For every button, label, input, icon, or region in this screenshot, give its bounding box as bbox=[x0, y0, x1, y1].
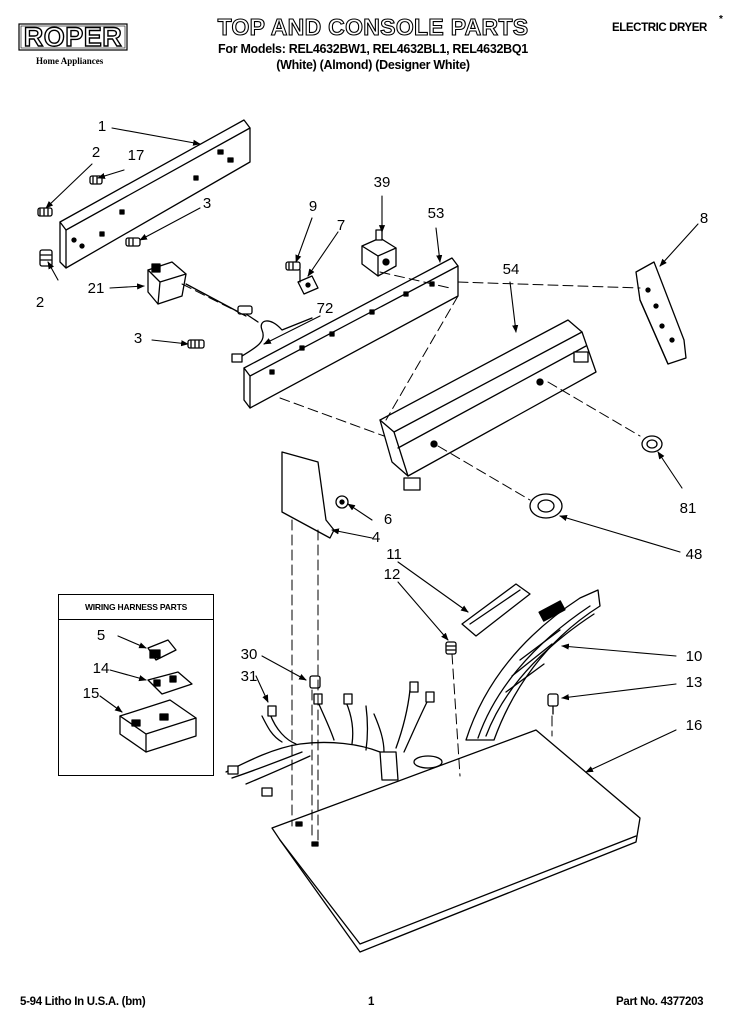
callout-4: 4 bbox=[371, 529, 381, 546]
asterisk-mark: * bbox=[719, 14, 723, 25]
page-title: TOP AND CONSOLE PARTS bbox=[217, 13, 529, 40]
callout-1: 1 bbox=[97, 118, 107, 135]
logo-wordmark: ROPER bbox=[23, 21, 123, 52]
part-53-console-bracket bbox=[243, 257, 459, 409]
callout-3-upper: 3 bbox=[202, 195, 212, 212]
model-list: For Models: REL4632BW1, REL4632BL1, REL4… bbox=[218, 42, 528, 56]
color-list: (White) (Almond) (Designer White) bbox=[276, 58, 470, 72]
callout-53: 53 bbox=[427, 205, 445, 222]
part-8-end-cap bbox=[635, 261, 687, 365]
harness-part-15-block bbox=[119, 699, 197, 753]
callout-54: 54 bbox=[502, 261, 520, 278]
callout-30: 30 bbox=[240, 646, 258, 663]
callout-11: 11 bbox=[386, 546, 402, 563]
callout-12: 12 bbox=[383, 566, 401, 583]
part-7-clip bbox=[297, 269, 319, 295]
part-12-screw bbox=[445, 641, 457, 655]
callout-7: 7 bbox=[336, 217, 346, 234]
logo-frame-icon bbox=[18, 23, 128, 51]
callout-48: 48 bbox=[685, 546, 703, 563]
part-54-console bbox=[379, 319, 597, 491]
wiring-harness-title: WIRING HARNESS PARTS bbox=[59, 595, 213, 620]
callout-2-lower: 2 bbox=[35, 294, 45, 311]
part-10-control-housing bbox=[465, 589, 601, 741]
callout-14: 14 bbox=[92, 660, 110, 677]
callout-10: 10 bbox=[685, 648, 703, 665]
callout-39: 39 bbox=[373, 174, 391, 191]
footer-part-number: Part No. 4377203 bbox=[616, 996, 704, 1008]
roper-logo: ROPER bbox=[18, 21, 128, 53]
part-4-side-bracket bbox=[281, 451, 335, 539]
screw-2-lower bbox=[39, 249, 53, 267]
screw-3-upper bbox=[125, 237, 141, 247]
part-9-screw bbox=[285, 261, 301, 271]
callout-81: 81 bbox=[679, 500, 697, 517]
part-31-harness bbox=[225, 681, 435, 797]
part-21-timer bbox=[147, 261, 247, 317]
part-11-bracket bbox=[461, 583, 531, 637]
callout-2-upper: 2 bbox=[91, 144, 101, 161]
harness-part-5-connector bbox=[147, 639, 177, 661]
part-81-knob bbox=[641, 435, 663, 453]
part-16-dryer-top bbox=[271, 729, 641, 953]
alignment-lines bbox=[181, 271, 641, 841]
screw-3-lower bbox=[187, 339, 205, 349]
part-72-wire bbox=[231, 305, 313, 363]
part-48-knob bbox=[529, 493, 563, 519]
callout-72: 72 bbox=[316, 300, 334, 317]
part-39-switch bbox=[361, 229, 397, 277]
logo-subtitle: Home Appliances bbox=[36, 56, 104, 66]
product-type: ELECTRIC DRYER bbox=[612, 22, 707, 34]
callout-31: 31 bbox=[240, 668, 258, 685]
callout-8: 8 bbox=[699, 210, 709, 227]
harness-part-14-connector bbox=[147, 671, 193, 695]
callout-16: 16 bbox=[685, 717, 703, 734]
wiring-harness-box: WIRING HARNESS PARTS bbox=[58, 594, 214, 776]
footer-page-number: 1 bbox=[368, 996, 375, 1008]
part-6-screw bbox=[335, 495, 349, 509]
callout-21: 21 bbox=[87, 280, 105, 297]
leader-arrows bbox=[45, 127, 699, 773]
callout-13: 13 bbox=[685, 674, 703, 691]
part-1-rear-panel bbox=[59, 119, 251, 269]
callout-3-lower: 3 bbox=[133, 330, 143, 347]
footer-litho: 5-94 Litho In U.S.A. (bm) bbox=[20, 996, 146, 1008]
callout-9: 9 bbox=[308, 198, 318, 215]
callout-6: 6 bbox=[383, 511, 393, 528]
callout-17: 17 bbox=[127, 147, 145, 164]
callout-15: 15 bbox=[82, 685, 100, 702]
screw-2-upper bbox=[37, 207, 53, 217]
callout-5: 5 bbox=[96, 627, 106, 644]
part-13-screw bbox=[547, 693, 559, 715]
